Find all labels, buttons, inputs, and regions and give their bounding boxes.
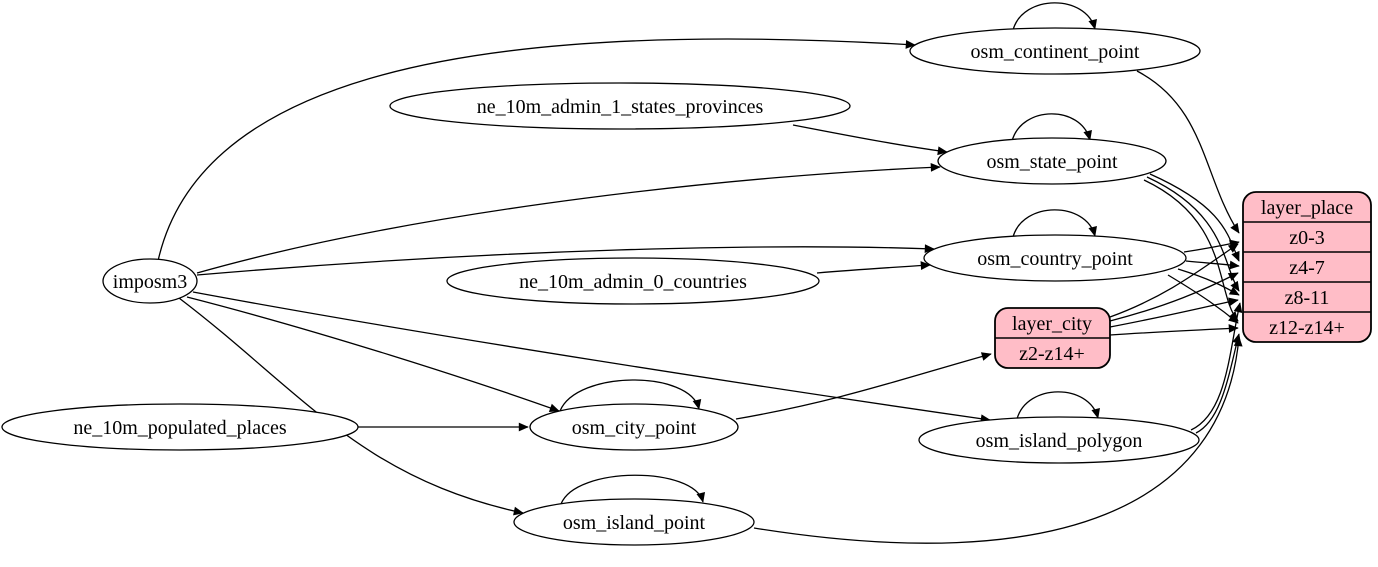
- edge-layer_city-to-layer_place-z8-11: [1109, 297, 1239, 328]
- edge-selfloop-osm_island_point: [560, 474, 706, 505]
- edge-group: [157, 2, 1243, 544]
- node-osm_island_point: osm_island_point: [513, 498, 755, 546]
- edge-ne_10m_admin_0_countries-to-osm_country_point: [816, 261, 931, 274]
- edge-selfloop-osm_continent_point: [1012, 2, 1097, 31]
- node-osm_country_point: osm_country_point: [923, 234, 1187, 282]
- node-osm_city_point: osm_city_point: [529, 403, 739, 451]
- record-layer_place: layer_place z0-3 z4-7 z8-11 z12-z14+: [1242, 191, 1372, 343]
- node-osm_state_point: osm_state_point: [937, 137, 1167, 185]
- edge-imposm3-to-osm_island_polygon: [192, 291, 991, 424]
- edge-selfloop-osm_city_point: [559, 379, 702, 412]
- node-ne_10m_admin_1_states_provinces-label: ne_10m_admin_1_states_provinces: [477, 96, 764, 118]
- edge-layer_city-to-layer_place-z4-7: [1109, 272, 1239, 322]
- edge-selfloop-osm_country_point: [1012, 209, 1097, 238]
- node-osm_island_polygon: osm_island_polygon: [918, 416, 1200, 464]
- node-ne_10m_admin_1_states_provinces: ne_10m_admin_1_states_provinces: [389, 82, 851, 130]
- node-osm_continent_point-shape: [909, 27, 1201, 75]
- node-osm_island_point-shape: [513, 498, 755, 546]
- node-ne_10m_admin_0_countries: ne_10m_admin_0_countries: [446, 257, 820, 305]
- edge-ne_10m_admin_1_states_provinces-to-osm_state_point: [792, 124, 948, 156]
- node-osm_island_polygon-shape: [918, 416, 1200, 464]
- node-osm_city_point-shape: [529, 403, 739, 451]
- node-ne_10m_admin_0_countries-label: ne_10m_admin_0_countries: [519, 271, 747, 293]
- edge-imposm3-to-osm_city_point: [186, 296, 560, 413]
- edge-osm_country_point-to-layer_place-z8-11: [1177, 268, 1240, 296]
- node-osm_country_point-label: osm_country_point: [977, 248, 1133, 270]
- edge-selfloop-osm_island_polygon: [1016, 391, 1100, 420]
- node-ne_10m_admin_0_countries-shape: [446, 257, 820, 305]
- edge-imposm3-to-osm_state_point: [196, 162, 941, 274]
- edge-layer_city-to-layer_place-z0-3: [1109, 243, 1239, 318]
- edge-osm_island_point-to-layer_place-z12-z14: [753, 336, 1243, 544]
- node-osm_city_point-label: osm_city_point: [572, 417, 697, 439]
- node-ne_10m_populated_places-shape: [1, 403, 359, 451]
- node-osm_island_point-label: osm_island_point: [563, 512, 706, 534]
- node-osm_country_point-shape: [923, 234, 1187, 282]
- record-layer_place-title: layer_place: [1261, 197, 1353, 219]
- edge-osm_country_point-to-layer_place-z12-z14: [1167, 274, 1239, 324]
- record-layer_place-row-z4-7: z4-7: [1289, 257, 1325, 279]
- record-layer_place-row-z8-11: z8-11: [1285, 287, 1330, 309]
- record-layer_place-box: [1242, 191, 1372, 343]
- record-layer_city: layer_city z2-z14+: [994, 307, 1111, 369]
- node-ne_10m_populated_places-label: ne_10m_populated_places: [73, 417, 286, 439]
- record-layer_place-row-z12-z14: z12-z14+: [1269, 317, 1345, 339]
- edge-osm_continent_point-to-layer_place-z0-3: [1136, 70, 1240, 234]
- node-ne_10m_admin_1_states_provinces-shape: [389, 82, 851, 130]
- node-osm_island_polygon-label: osm_island_polygon: [976, 430, 1143, 452]
- record-layer_city-row-z2-z14: z2-z14+: [1019, 343, 1085, 365]
- edge-osm_country_point-to-layer_place-z0-3: [1183, 239, 1240, 253]
- node-ne_10m_populated_places: ne_10m_populated_places: [1, 403, 359, 451]
- edge-osm_country_point-to-layer_place-z4-7: [1185, 260, 1240, 270]
- edge-osm_state_point-to-layer_place-z12-z14: [1143, 179, 1239, 322]
- record-layer_place-row-z0-3: z0-3: [1289, 227, 1325, 249]
- edge-osm_island_polygon-to-layer_place-z8-11: [1190, 302, 1243, 431]
- edge-osm_island_polygon-to-layer_place-z12-z14: [1195, 333, 1241, 434]
- node-osm_state_point-label: osm_state_point: [986, 151, 1118, 173]
- node-osm_continent_point: osm_continent_point: [909, 27, 1201, 75]
- node-osm_state_point-shape: [937, 137, 1167, 185]
- edge-osm_city_point-to-layer_city-z2-z14: [735, 352, 992, 420]
- node-imposm3: imposm3: [102, 258, 198, 304]
- record-layer_city-title: layer_city: [1012, 313, 1092, 335]
- edge-imposm3-to-osm_continent_point: [157, 38, 916, 262]
- edge-layer_city-to-layer_place-z12-z14: [1109, 324, 1239, 336]
- node-imposm3-label: imposm3: [113, 271, 187, 293]
- node-osm_continent_point-label: osm_continent_point: [971, 41, 1140, 63]
- node-imposm3-shape: [102, 258, 198, 304]
- edge-imposm3-to-osm_country_point: [196, 244, 935, 276]
- edge-selfloop-osm_state_point: [1011, 113, 1092, 142]
